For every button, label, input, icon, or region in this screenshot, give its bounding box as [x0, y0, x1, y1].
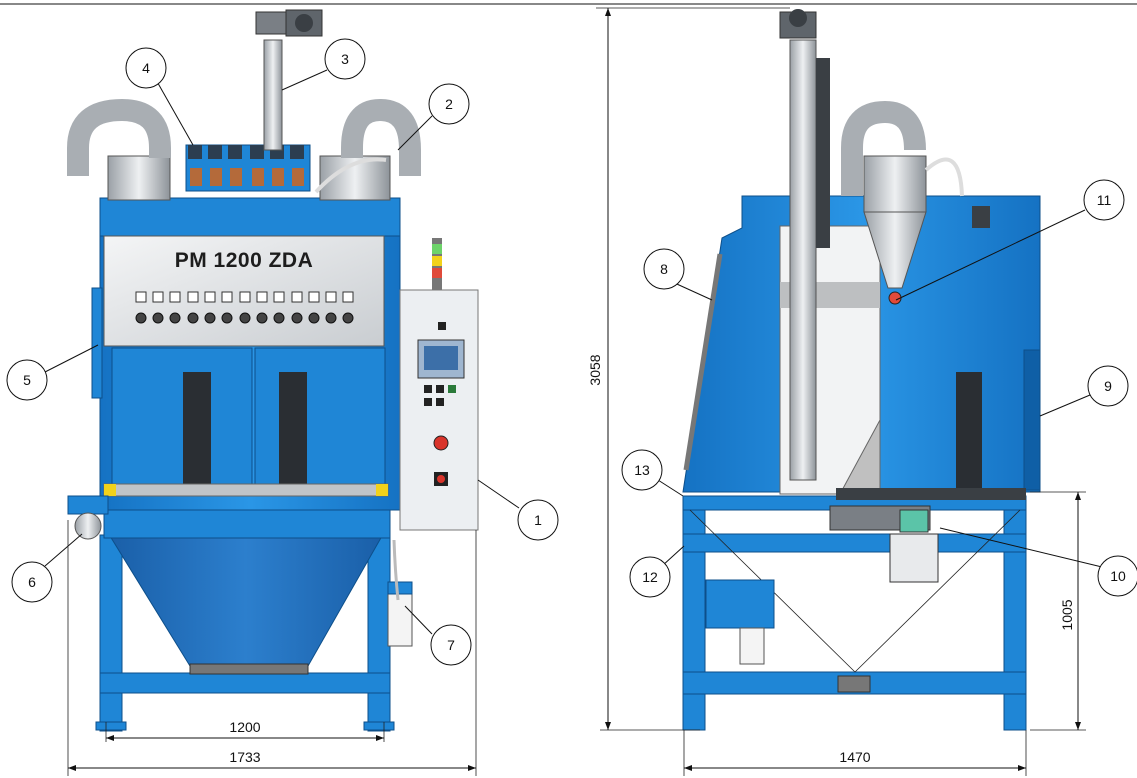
callout-2: 2: [428, 83, 470, 125]
air-filter: [387, 589, 413, 647]
dim-front-total-width: 1733: [229, 749, 260, 765]
svg-text:2: 2: [445, 96, 453, 112]
front-control-plate: [103, 235, 385, 347]
vertical-actuator: [263, 39, 283, 151]
svg-text:4: 4: [142, 60, 150, 76]
dimension-labels: 1200 1733 3058 1470 1005: [229, 354, 1075, 765]
front-base-band: [103, 505, 391, 539]
front-view: PM 1200 ZDA: [67, 9, 479, 732]
front-hopper: [109, 535, 383, 667]
indicator-lamps: [135, 291, 354, 303]
yellow-accent-right: [376, 484, 388, 496]
callout-7: 7: [430, 624, 472, 666]
signal-tower: [432, 238, 442, 290]
side-motor-box: [705, 579, 775, 629]
dim-front-inner-width: 1200: [229, 719, 260, 735]
side-door-hinge: [683, 253, 723, 471]
svg-text:5: 5: [23, 372, 31, 388]
svg-text:6: 6: [28, 574, 36, 590]
valve-block: [185, 144, 311, 192]
callout-12: 12: [629, 556, 671, 598]
svg-text:7: 7: [447, 637, 455, 653]
dim-side-width: 1470: [839, 749, 870, 765]
emergency-stop-icon: [433, 435, 449, 451]
dimension-lines: [67, 7, 1086, 776]
left-duct-pipe: [67, 98, 171, 176]
svg-text:3: 3: [341, 51, 349, 67]
callout-5: 5: [6, 359, 48, 401]
callout-4: 4: [125, 47, 167, 89]
front-side-hatch: [91, 287, 103, 399]
side-vertical-column: [789, 39, 817, 481]
svg-text:11: 11: [1097, 192, 1112, 208]
front-hose: [314, 157, 387, 194]
panel-title: PM 1200 ZDA: [175, 249, 314, 272]
side-pump: [889, 533, 939, 583]
front-frame: [95, 534, 395, 732]
left-cyclone-tank: [107, 155, 171, 201]
side-door-window: [956, 372, 982, 490]
callout-13: 13: [621, 449, 663, 491]
svg-text:10: 10: [1110, 568, 1126, 584]
dim-total-height: 3058: [587, 354, 603, 385]
door-window-left: [183, 372, 211, 490]
callout-11: 11: [1083, 179, 1125, 221]
yellow-accent-left: [104, 484, 116, 496]
svg-text:1: 1: [534, 512, 542, 528]
side-cyclone: [863, 155, 927, 213]
front-rail: [103, 483, 389, 497]
door-window-right: [279, 372, 307, 490]
control-knobs: [135, 312, 354, 324]
callout-1: 1: [517, 499, 559, 541]
callout-bubbles: 1 2 3 4 5 6 7 8 9 10 11 12 13: [6, 38, 1137, 666]
front-hopper-outlet: [189, 663, 309, 675]
svg-text:13: 13: [634, 462, 650, 478]
actuator-motor: [255, 11, 287, 35]
right-duct-pipe: [341, 98, 421, 176]
svg-text:12: 12: [642, 569, 658, 585]
svg-text:8: 8: [660, 261, 668, 277]
cabinet-buttons: [424, 385, 456, 406]
front-door-left: [111, 347, 253, 489]
callout-leaders: [44, 69, 1103, 635]
callout-8: 8: [643, 248, 685, 290]
side-view: [682, 9, 1041, 731]
callout-3: 3: [324, 38, 366, 80]
dim-side-leg-height: 1005: [1059, 599, 1075, 630]
callout-6: 6: [11, 561, 53, 603]
dust-collector-box: [67, 495, 109, 515]
svg-text:9: 9: [1104, 378, 1112, 394]
front-door-right: [254, 347, 386, 489]
callout-9: 9: [1087, 365, 1129, 407]
callout-10: 10: [1097, 555, 1137, 597]
